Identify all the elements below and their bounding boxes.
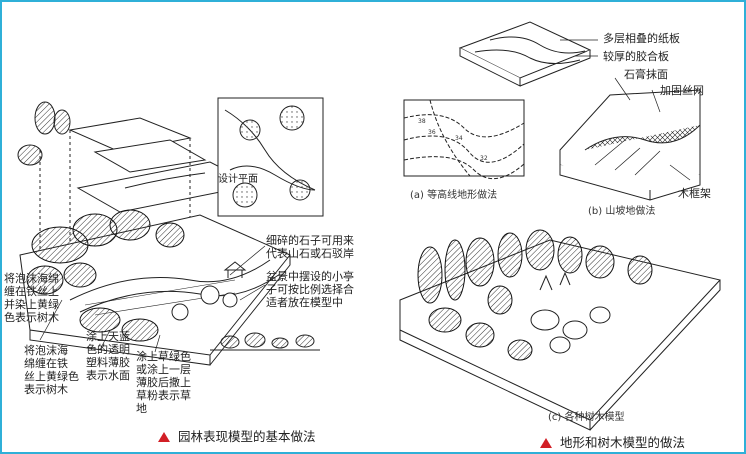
annotation-grass: 涂上草绿色 或涂上一层 薄胶后撒上 草粉表示草 地	[136, 350, 191, 415]
annotation-water-surface: 涂上天蓝 色的透明 塑料薄胶 表示水面	[86, 330, 130, 382]
right-figure-title-text: 地形和树木模型的做法	[560, 435, 686, 450]
contour-label-3: 32	[480, 155, 488, 162]
tree-models-diagram	[399, 229, 721, 431]
annotation-foam-trees-bottom: 将泡沫海 绵缠在铁 丝上黄绿色 表示树木	[24, 344, 79, 396]
annotation-pavilion: 盆景中摆设的小亭 子可按比例选择合 适者放在模型中	[266, 270, 354, 309]
hillside-model-diagram	[559, 77, 701, 201]
inset-label-design-plan: 设计平面	[218, 174, 258, 185]
contour-label-1: 36	[428, 129, 436, 136]
label-thick-plywood: 较厚的胶合板	[603, 50, 669, 63]
caption-b: (b) 山坡地做法	[588, 206, 656, 217]
label-wood-frame: 木框架	[678, 187, 711, 200]
annotation-foam-trees-left: 将泡沫海绵 缠在铁丝上 并染上黄绿 色表示树木	[4, 272, 59, 324]
left-figure-title-text: 园林表现模型的基本做法	[178, 429, 316, 444]
contour-label-0: 38	[418, 118, 426, 125]
label-plaster: 石膏抹面	[624, 68, 668, 81]
label-layered-cardboard: 多层相叠的纸板	[603, 32, 680, 45]
right-figure-title: 地形和树木模型的做法	[540, 432, 685, 451]
garden-model-illustration	[17, 97, 324, 366]
contour-plan-diagram	[403, 99, 525, 180]
left-figure-title: 园林表现模型的基本做法	[158, 426, 316, 445]
layered-cardboard-diagram	[458, 21, 598, 87]
caption-a: (a) 等高线地形做法	[410, 190, 498, 201]
annotation-stones: 细碎的石子可用来 代表山石或石驳岸	[266, 234, 354, 260]
label-wire-mesh: 加固丝网	[660, 84, 704, 97]
red-triangle-icon	[540, 438, 552, 448]
contour-number-labels: 38 36 34 32	[418, 118, 488, 162]
caption-c: (c) 各种树木模型	[548, 412, 625, 423]
red-triangle-icon	[158, 432, 170, 442]
contour-label-2: 34	[455, 135, 463, 142]
